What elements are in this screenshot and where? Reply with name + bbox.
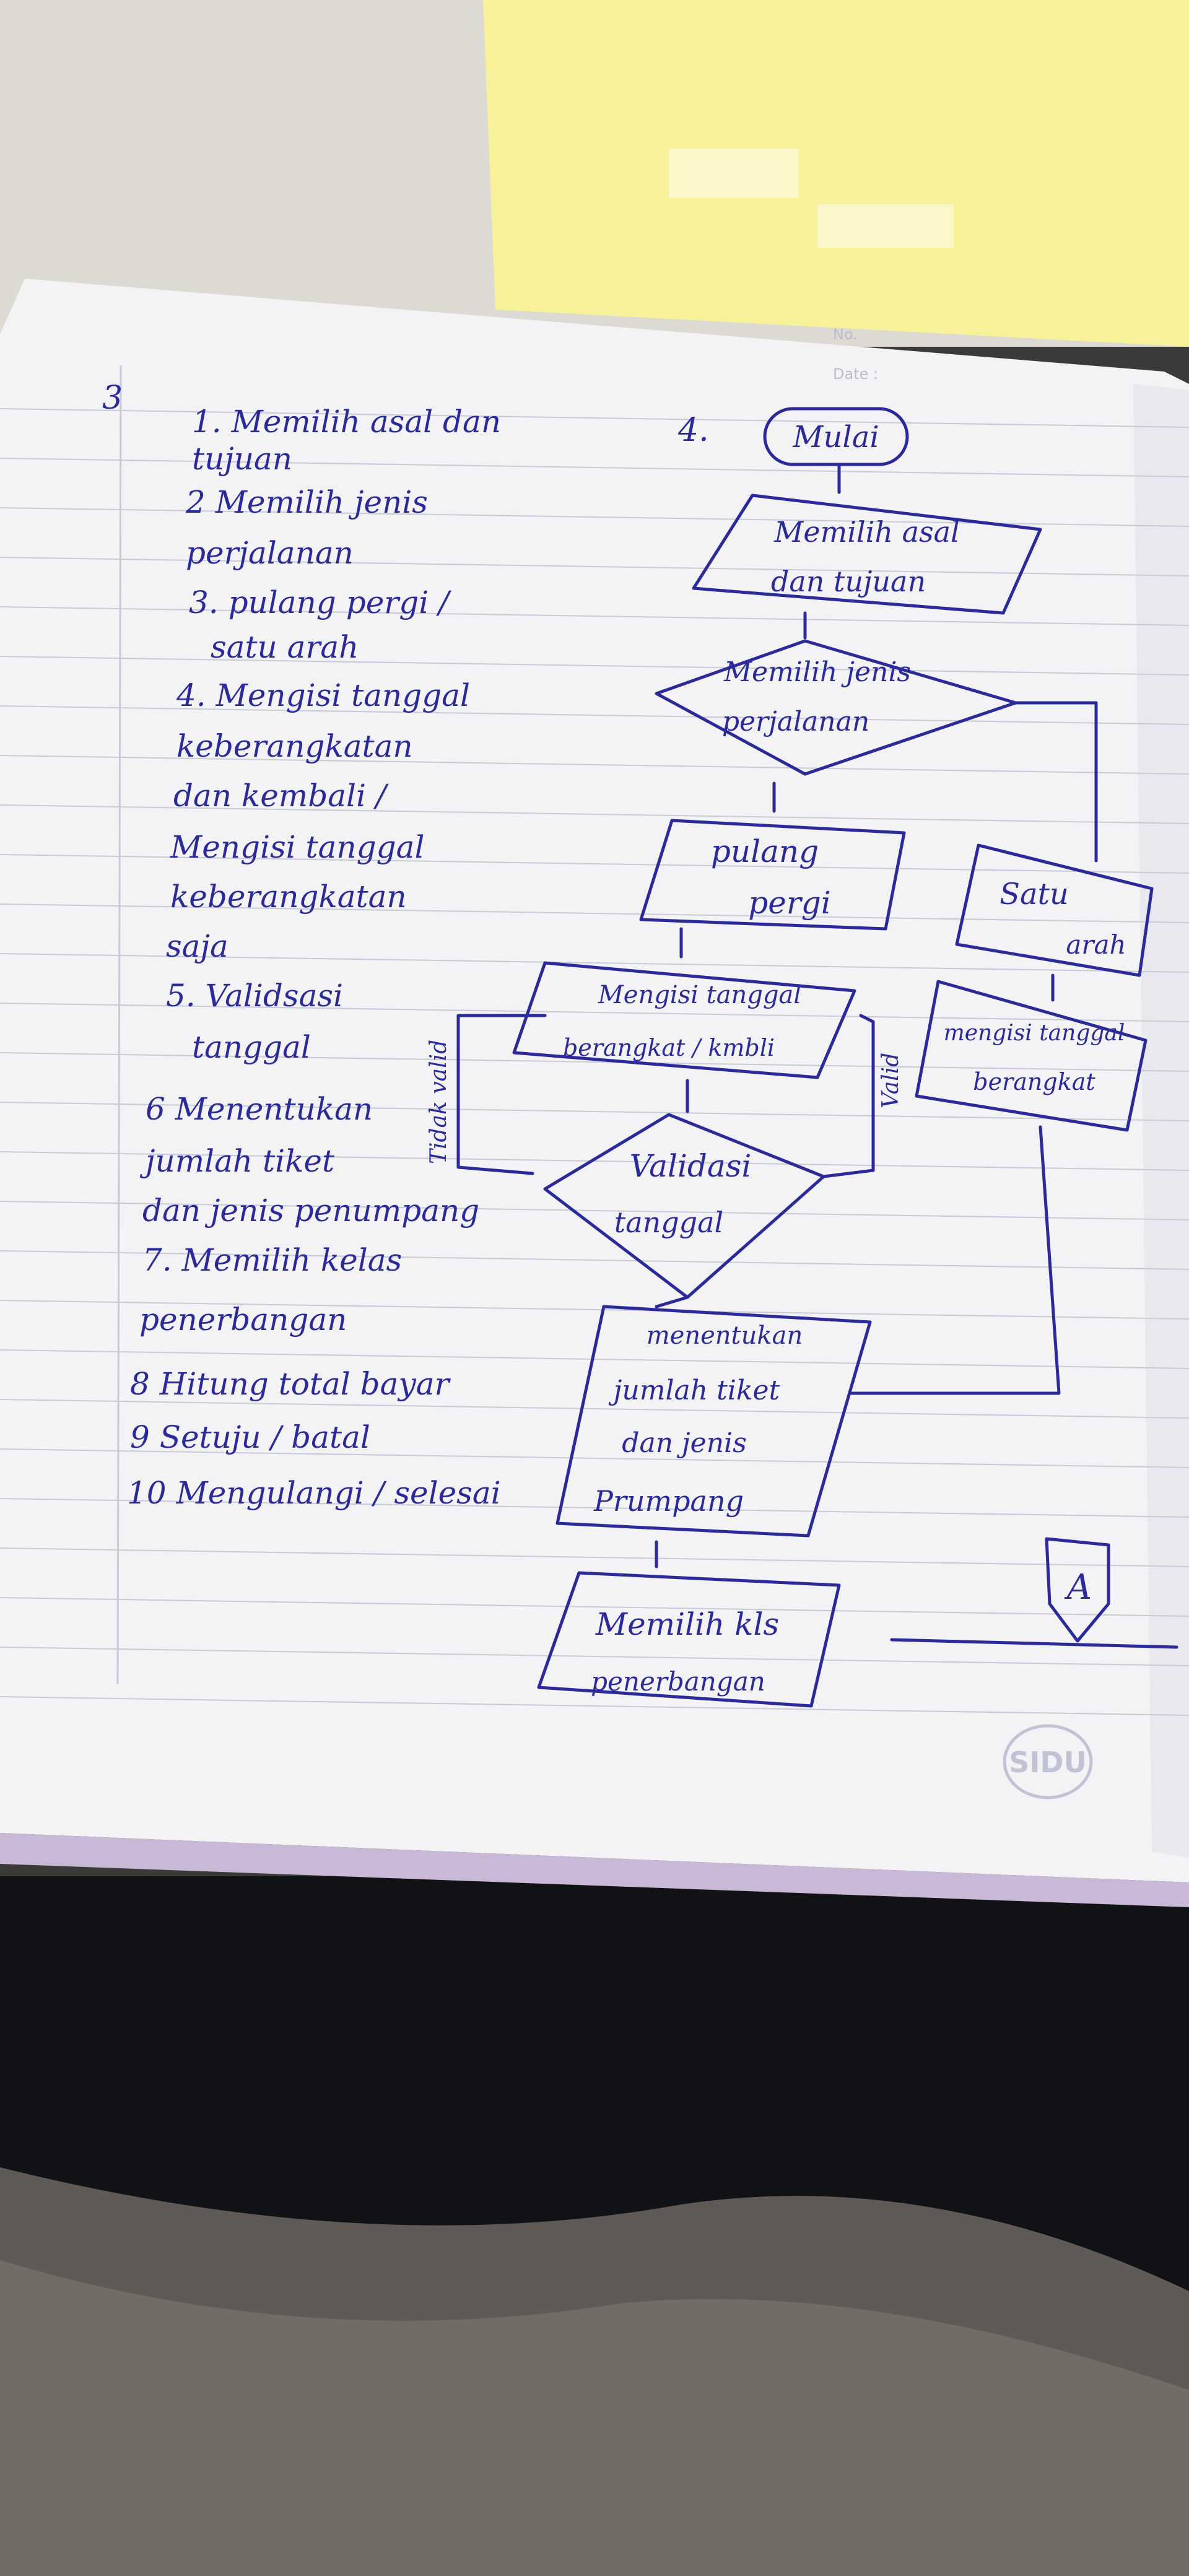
list-line-10: Mengisi tanggal	[170, 829, 424, 865]
list-line-2: tujuan	[192, 441, 292, 477]
list-line-3: 2 Memilih jenis	[185, 484, 428, 520]
list-line-16: jumlah tiket	[139, 1143, 335, 1179]
arrow-filldepart-to-tickets	[850, 1125, 1061, 1395]
valid-label: Valid	[878, 1053, 904, 1108]
notebook-page	[0, 279, 1189, 1882]
question-number-3: 3	[102, 380, 123, 417]
arrow-decision1-to-oneway	[1014, 701, 1098, 863]
ruled-lines	[0, 408, 1189, 1716]
list-line-22: 10 Mengulangi / selesai	[127, 1475, 501, 1511]
oneway-line-1: Satu	[1000, 877, 1069, 912]
list-line-15: 6 Menentukan	[146, 1091, 373, 1127]
fill-depart-line-2: berangkat	[973, 1068, 1095, 1095]
arrow-validate-to-tickets	[655, 1295, 689, 1308]
list-line-12: saja	[166, 928, 229, 964]
flowchart: 4. Mulai Memilih asal dan tujuan Memilih…	[426, 407, 1178, 1708]
list-line-8: keberangkatan	[176, 728, 413, 764]
no-label: No.	[833, 326, 858, 343]
oneway-line-2: arah	[1066, 929, 1126, 960]
list-line-11: keberangkatan	[170, 879, 407, 915]
decision1-line-1: Memilih jenis	[723, 656, 911, 688]
roundtrip-line-1: pulang	[711, 833, 819, 869]
arrow-invalid-loop	[456, 1014, 547, 1175]
step1-parallelogram	[692, 494, 1042, 615]
class-parallelogram	[537, 1571, 841, 1708]
list-line-21: 9 Setuju / batal	[130, 1419, 370, 1455]
tickets-line-1: menentukan	[647, 1321, 803, 1350]
connector-pentagon	[1045, 1537, 1110, 1643]
list-line-4: perjalanan	[186, 535, 354, 571]
fill-dates-line-2: berangkat / kmbli	[563, 1034, 775, 1061]
step1-line-2: dan tujuan	[771, 565, 926, 598]
validate-line-2: tanggal	[614, 1206, 724, 1239]
class-line-2: penerbangan	[591, 1666, 765, 1697]
fill-depart-line-1: mengisi tanggal	[944, 1020, 1125, 1046]
list-line-19: penerbangan	[139, 1302, 347, 1338]
list-line-17: dan jenis penumpang	[142, 1193, 479, 1229]
list-line-6: satu arah	[211, 629, 359, 665]
invalid-label: Tidak valid	[426, 1040, 451, 1164]
sidu-stamp: SIDU	[1003, 1724, 1093, 1799]
start-terminator	[763, 407, 909, 466]
left-list: 3 1. Memilih asal dan tujuan 2 Memilih j…	[102, 380, 501, 1511]
list-line-18: 7. Memilih kelas	[142, 1242, 402, 1278]
list-line-5: 3. pulang pergi /	[189, 585, 451, 620]
list-line-14: tanggal	[192, 1029, 311, 1065]
question-number-4: 4.	[677, 412, 709, 449]
oneway-parallelogram	[955, 843, 1154, 977]
list-line-7: 4. Mengisi tanggal	[176, 677, 470, 713]
fill-dates-line-1: Mengisi tanggal	[598, 981, 801, 1009]
decision1-diamond	[655, 639, 1017, 776]
page-edge-strip	[0, 1833, 1189, 1907]
decision1-line-2: perjalanan	[722, 706, 869, 738]
sticky-note	[483, 0, 1189, 347]
step1-line-1: Memilih asal	[773, 515, 960, 549]
connector-label: A	[1064, 1567, 1092, 1608]
list-line-1: 1. Memilih asal dan	[192, 404, 501, 440]
margin-line	[116, 365, 122, 1685]
stamp-label: SIDU	[1009, 1746, 1087, 1779]
sticky-tab	[669, 149, 799, 198]
start-label: Mulai	[792, 420, 879, 455]
list-line-9: dan kembali /	[173, 778, 389, 814]
tickets-line-4: Prumpang	[593, 1484, 744, 1518]
tickets-line-3: dan jenis	[622, 1427, 746, 1459]
arrow-valid-path	[822, 1014, 875, 1178]
sticky-tab-2	[817, 204, 954, 248]
tickets-line-2: jumlah tiket	[608, 1375, 780, 1406]
roundtrip-line-2: pergi	[748, 885, 831, 921]
roundtrip-parallelogram	[639, 819, 906, 931]
lap-highlight	[0, 2260, 1189, 2576]
date-label: Date :	[833, 365, 878, 383]
list-line-13: 5. Validsasi	[166, 978, 343, 1014]
fill-dates-parallelogram	[512, 961, 856, 1079]
fill-depart-parallelogram	[915, 980, 1148, 1132]
tickets-parallelogram	[555, 1305, 872, 1538]
arrow-to-next-page	[890, 1638, 1178, 1649]
list-line-20: 8 Hitung total bayar	[130, 1366, 451, 1402]
class-line-1: Memilih kls	[595, 1606, 779, 1642]
validate-line-1: Validasi	[630, 1148, 752, 1184]
